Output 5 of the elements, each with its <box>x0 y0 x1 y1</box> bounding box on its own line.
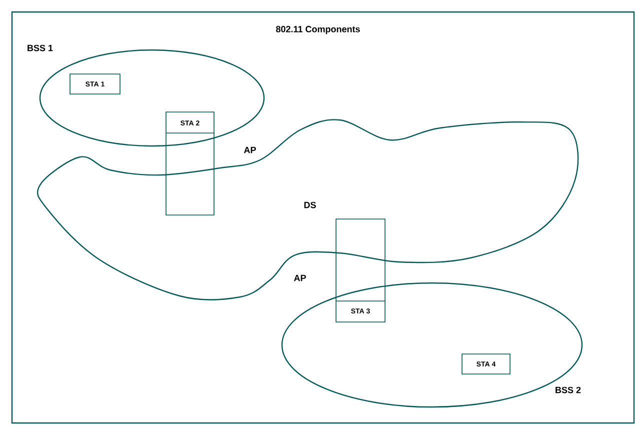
access-point-label: AP <box>244 146 256 154</box>
area-label: BSS 2 <box>556 386 581 394</box>
access-point-label: AP <box>294 274 306 282</box>
area-label: BSS 1 <box>28 44 53 52</box>
title: 802.11 Components <box>276 26 360 34</box>
